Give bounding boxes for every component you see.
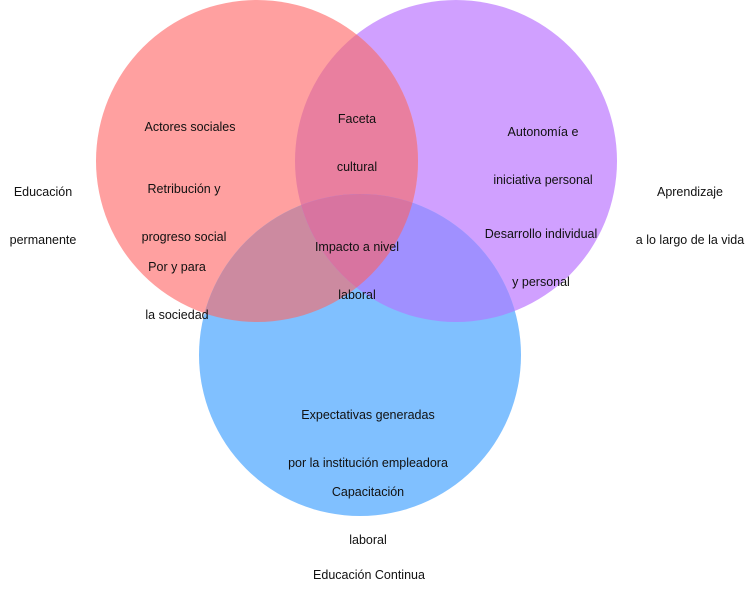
set-label-aprendizaje: Aprendizaje a lo largo de la vida — [636, 152, 744, 264]
label-line: Educación Continua — [313, 568, 425, 582]
label-line: por la institución empleadora — [288, 456, 448, 470]
item-retribucion: Retribución y progreso social — [142, 149, 227, 261]
label-line: permanente — [9, 233, 77, 247]
item-expectativas: Expectativas generadas por la institució… — [288, 375, 448, 487]
item-actores-sociales: Actores sociales — [144, 87, 235, 151]
venn-diagram — [96, 0, 617, 516]
label-line: Retribución y — [147, 182, 221, 196]
overlap-center — [295, 194, 418, 322]
label-line: Aprendizaje — [656, 185, 723, 199]
item-impacto-laboral: Impacto a nivel laboral — [315, 207, 399, 319]
label-line: Por y para — [148, 260, 206, 274]
label-line: Faceta — [337, 112, 377, 126]
label-line: Desarrollo individual — [484, 227, 598, 241]
item-por-y-para: Por y para la sociedad — [145, 227, 208, 339]
label-line: Expectativas generadas — [301, 408, 435, 422]
item-faceta-cultural: Faceta cultural — [337, 79, 377, 191]
item-capacitacion: Capacitación laboral — [332, 452, 404, 564]
label-line: Autonomía e — [507, 125, 579, 139]
label-line: laboral — [338, 288, 376, 302]
label-line: iniciativa personal — [493, 173, 593, 187]
item-autonomia: Autonomía e iniciativa personal — [493, 92, 592, 204]
label-line: Actores sociales — [144, 120, 236, 134]
label-line: progreso social — [141, 230, 227, 244]
set-label-educacion-permanente: Educación permanente — [10, 152, 77, 264]
label-line: Impacto a nivel — [314, 240, 400, 254]
label-line: y personal — [512, 275, 570, 289]
label-line: Educación — [13, 185, 73, 199]
label-line: Capacitación — [331, 485, 405, 499]
label-line: a lo largo de la vida — [635, 233, 745, 247]
label-line: cultural — [336, 160, 378, 174]
label-line: laboral — [349, 533, 387, 547]
label-line: la sociedad — [145, 308, 209, 322]
item-desarrollo: Desarrollo individual y personal — [485, 194, 598, 306]
